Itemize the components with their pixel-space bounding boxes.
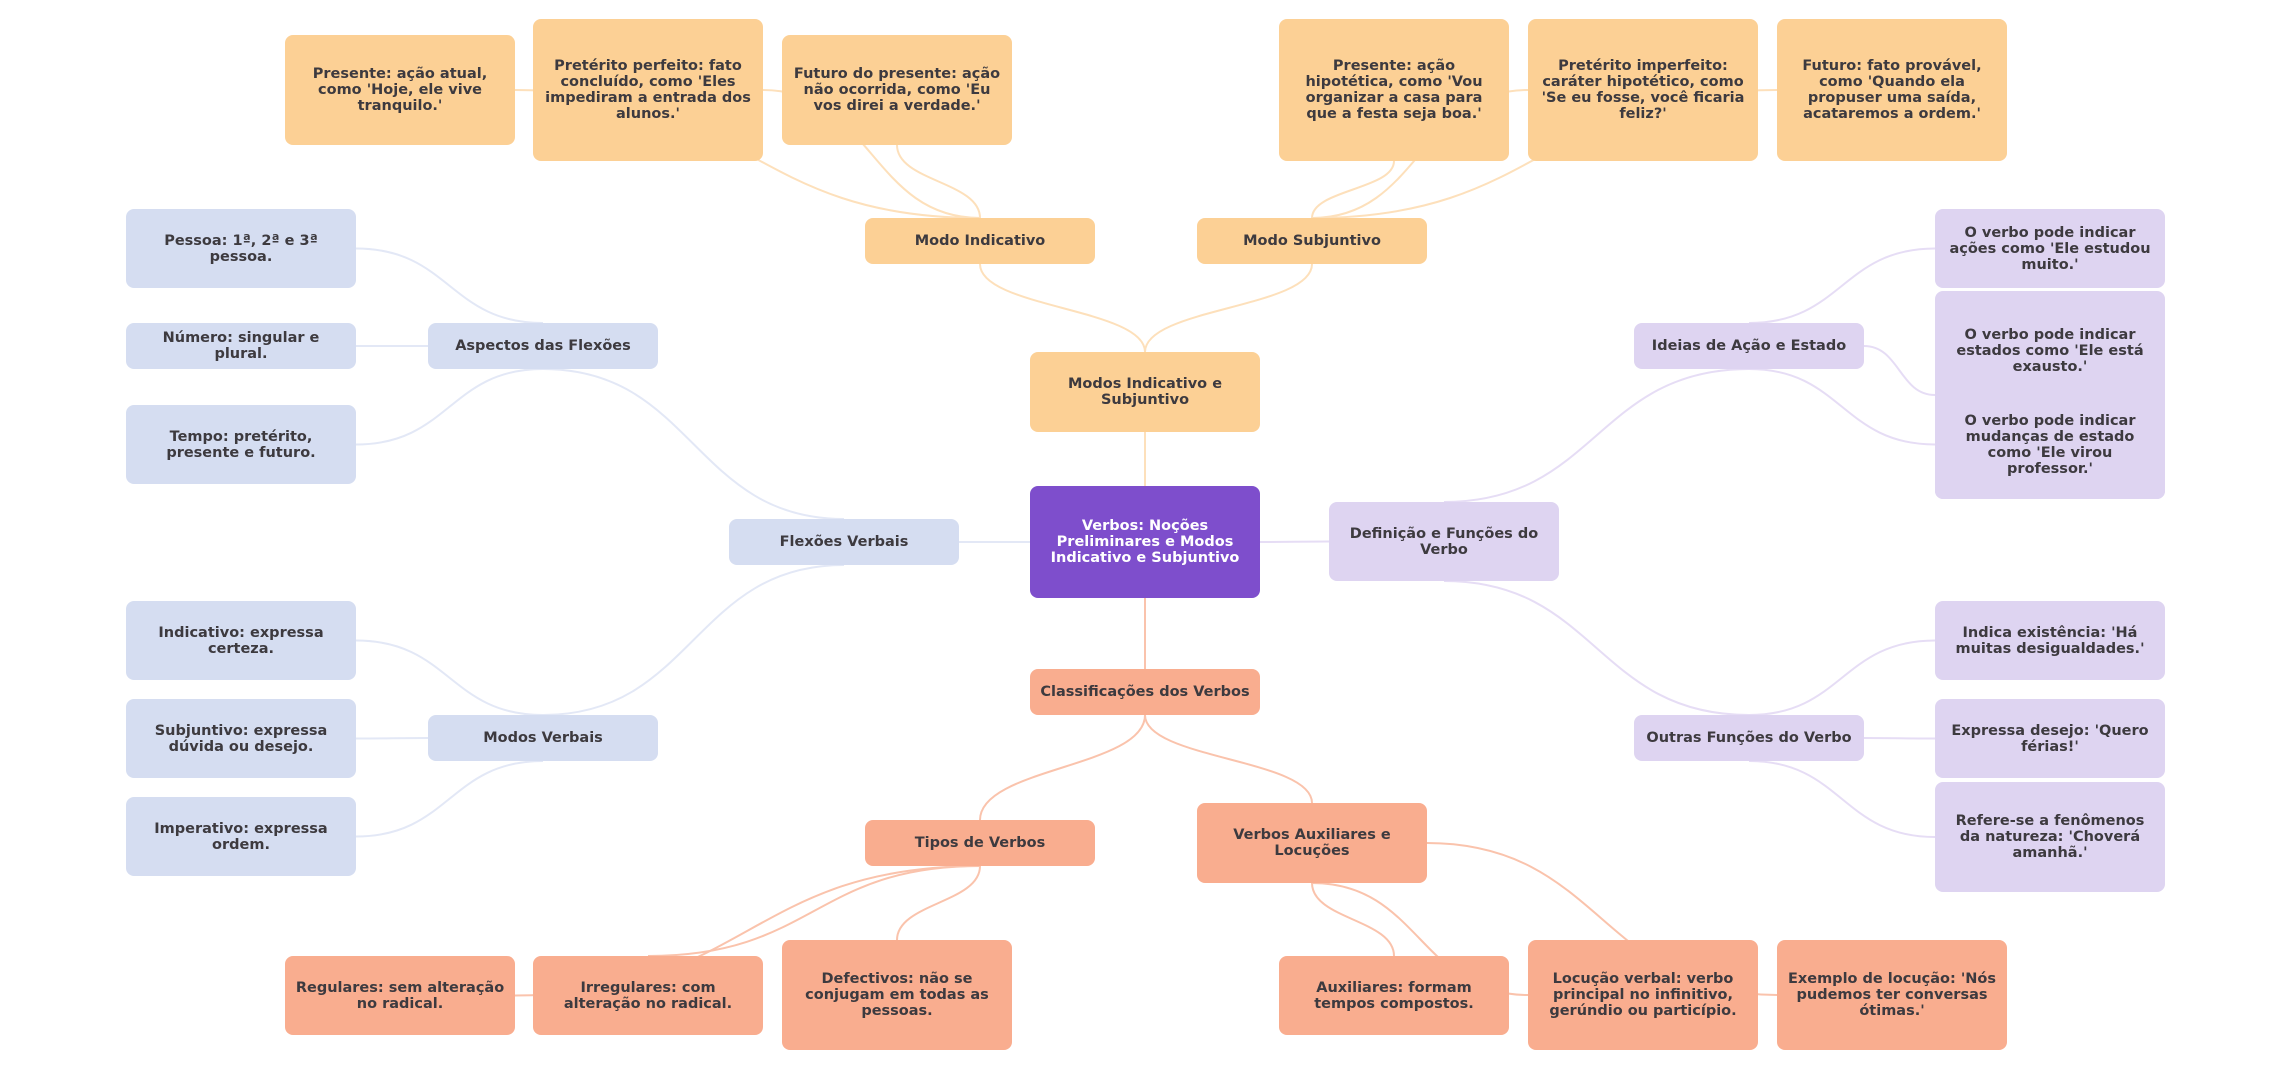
edge-ideias-to-mudancas <box>1748 368 1936 446</box>
node-label: O verbo pode indicar mudanças de estado … <box>1964 412 2136 477</box>
node-tempo[interactable]: Tempo: pretérito, presente e futuro. <box>126 405 356 484</box>
node-label: Aspectos das Flexões <box>455 338 631 354</box>
node-label: Exemplo de locução: 'Nós pudemos ter con… <box>1787 971 1997 1019</box>
node-fenomenos-natureza[interactable]: Refere-se a fenômenos da natureza: 'Chov… <box>1935 782 2165 892</box>
edge-modos_verbais-to-mv_subjuntivo <box>355 737 429 740</box>
node-label: O verbo pode indicar estados como 'Ele e… <box>1956 327 2144 375</box>
edge-flexoes-to-modos_verbais <box>542 564 845 716</box>
node-ideias-de-acao-e-estado[interactable]: Ideias de Ação e Estado <box>1634 323 1864 369</box>
node-subjuntivo-preterito-imperfeito[interactable]: Pretérito imperfeito: caráter hipotético… <box>1528 19 1758 161</box>
node-expressa-desejo[interactable]: Expressa desejo: 'Quero férias!' <box>1935 699 2165 778</box>
node-label: Tipos de Verbos <box>914 835 1046 851</box>
node-indicativo-futuro-do-presente[interactable]: Futuro do presente: ação não ocorrida, c… <box>782 35 1012 145</box>
edge-classificacoes-to-tipos <box>979 714 1146 821</box>
node-label: Expressa desejo: 'Quero férias!' <box>1951 722 2149 755</box>
node-indica-existencia[interactable]: Indica existência: 'Há muitas desigualda… <box>1935 601 2165 680</box>
node-indicativo-certeza[interactable]: Indicativo: expressa certeza. <box>126 601 356 680</box>
edge-classificacoes-to-auxiliares_locucoes <box>1144 714 1313 804</box>
node-indicativo-preterito-perfeito[interactable]: Pretérito perfeito: fato concluído, como… <box>533 19 763 161</box>
edge-aspectos-to-pessoa <box>355 247 544 324</box>
node-label: Flexões Verbais <box>779 534 909 550</box>
edge-tipos-to-irregulares <box>647 865 981 957</box>
node-numero[interactable]: Número: singular e plural. <box>126 323 356 369</box>
node-tipos-de-verbos[interactable]: Tipos de Verbos <box>865 820 1095 866</box>
node-label: Modo Indicativo <box>914 233 1046 249</box>
node-subjuntivo-futuro[interactable]: Futuro: fato provável, como 'Quando ela … <box>1777 19 2007 161</box>
node-verbos-auxiliares-e-locucoes[interactable]: Verbos Auxiliares e Locuções <box>1197 803 1427 883</box>
edge-modos_ind_subj-to-modo_indicativo <box>979 263 1146 353</box>
node-outras-funcoes[interactable]: Outras Funções do Verbo <box>1634 715 1864 761</box>
edge-auxiliares_locucoes-to-auxiliares <box>1311 882 1395 957</box>
node-label: Presente: ação hipotética, como 'Vou org… <box>1305 58 1483 122</box>
node-label: Modos Indicativo e Subjuntivo <box>1067 376 1223 408</box>
node-modo-indicativo[interactable]: Modo Indicativo <box>865 218 1095 264</box>
node-label: Futuro do presente: ação não ocorrida, c… <box>793 66 1001 114</box>
node-imperativo-ordem[interactable]: Imperativo: expressa ordem. <box>126 797 356 876</box>
node-label: Número: singular e plural. <box>162 330 320 362</box>
edge-modos_verbais-to-mv_indicativo <box>355 639 544 716</box>
node-indicativo-presente[interactable]: Presente: ação atual, como 'Hoje, ele vi… <box>285 35 515 145</box>
node-label: Indica existência: 'Há muitas desigualda… <box>1955 624 2145 657</box>
edge-aspectos-to-tempo <box>355 368 544 446</box>
node-label: Regulares: sem alteração no radical. <box>295 979 505 1012</box>
node-irregulares[interactable]: Irregulares: com alteração no radical. <box>533 956 763 1035</box>
node-root-topic[interactable]: Verbos: Noções Preliminares e Modos Indi… <box>1030 486 1260 598</box>
edge-ideias-to-estados <box>1863 345 1936 396</box>
node-modo-subjuntivo[interactable]: Modo Subjuntivo <box>1197 218 1427 264</box>
node-label: Refere-se a fenômenos da natureza: 'Chov… <box>1955 813 2145 861</box>
node-defectivos[interactable]: Defectivos: não se conjugam em todas as … <box>782 940 1012 1050</box>
edge-root-to-definicao <box>1259 540 1330 543</box>
node-modos-verbais[interactable]: Modos Verbais <box>428 715 658 761</box>
node-label: Imperativo: expressa ordem. <box>154 820 328 853</box>
edge-definicao-to-outras <box>1443 580 1750 716</box>
edge-outras-to-natureza <box>1748 760 1936 838</box>
node-modos-indicativo-e-subjuntivo[interactable]: Modos Indicativo e Subjuntivo <box>1030 352 1260 432</box>
node-auxiliares[interactable]: Auxiliares: formam tempos compostos. <box>1279 956 1509 1035</box>
node-label: Pretérito imperfeito: caráter hipotético… <box>1541 58 1745 122</box>
node-label: Defectivos: não se conjugam em todas as … <box>805 971 989 1019</box>
node-label: Subjuntivo: expressa dúvida ou desejo. <box>154 722 328 755</box>
node-label: Locução verbal: verbo principal no infin… <box>1549 971 1737 1019</box>
node-label: Presente: ação atual, como 'Hoje, ele vi… <box>312 66 488 114</box>
node-label: Verbos: Noções Preliminares e Modos Indi… <box>1050 518 1240 566</box>
node-label: Modo Subjuntivo <box>1243 233 1381 249</box>
node-label: Classificações dos Verbos <box>1040 684 1250 700</box>
edge-outras-to-existencia <box>1748 639 1936 716</box>
node-classificacoes-dos-verbos[interactable]: Classificações dos Verbos <box>1030 669 1260 715</box>
edge-flexoes-to-aspectos <box>542 368 845 520</box>
node-aspectos-das-flexoes[interactable]: Aspectos das Flexões <box>428 323 658 369</box>
node-label: Pessoa: 1ª, 2ª e 3ª pessoa. <box>164 232 318 265</box>
node-label: Auxiliares: formam tempos compostos. <box>1314 979 1474 1012</box>
node-definicao-e-funcoes[interactable]: Definição e Funções do Verbo <box>1329 502 1559 581</box>
edge-modo_subjuntivo-to-subj_presente <box>1311 160 1395 219</box>
node-label: Ideias de Ação e Estado <box>1651 338 1847 354</box>
node-label: Modos Verbais <box>483 730 603 746</box>
node-regulares[interactable]: Regulares: sem alteração no radical. <box>285 956 515 1035</box>
node-label: O verbo pode indicar ações como 'Ele est… <box>1949 224 2151 273</box>
node-label: Definição e Funções do Verbo <box>1349 525 1539 558</box>
node-label: Pretérito perfeito: fato concluído, como… <box>545 58 751 122</box>
edge-outras-to-desejo <box>1863 737 1936 740</box>
edge-definicao-to-ideias <box>1443 368 1750 503</box>
node-label: Outras Funções do Verbo <box>1646 730 1852 746</box>
node-verbo-acoes[interactable]: O verbo pode indicar ações como 'Ele est… <box>1935 209 2165 288</box>
node-label: Futuro: fato provável, como 'Quando ela … <box>1802 58 1982 122</box>
edge-modos_ind_subj-to-modo_subjuntivo <box>1144 263 1313 353</box>
edge-modos_verbais-to-mv_imperativo <box>355 760 544 838</box>
node-exemplo-de-locucao[interactable]: Exemplo de locução: 'Nós pudemos ter con… <box>1777 940 2007 1050</box>
node-subjuntivo-presente[interactable]: Presente: ação hipotética, como 'Vou org… <box>1279 19 1509 161</box>
edge-ideias-to-acoes <box>1748 247 1936 324</box>
node-label: Indicativo: expressa certeza. <box>158 624 324 657</box>
edge-tipos-to-defectivos <box>896 865 981 941</box>
edge-modo_indicativo-to-ind_futuro <box>896 144 981 219</box>
node-locucao-verbal[interactable]: Locução verbal: verbo principal no infin… <box>1528 940 1758 1050</box>
node-label: Verbos Auxiliares e Locuções <box>1233 827 1391 859</box>
node-pessoa[interactable]: Pessoa: 1ª, 2ª e 3ª pessoa. <box>126 209 356 288</box>
node-flexoes-verbais[interactable]: Flexões Verbais <box>729 519 959 565</box>
node-label: Irregulares: com alteração no radical. <box>563 979 733 1012</box>
node-subjuntivo-duvida[interactable]: Subjuntivo: expressa dúvida ou desejo. <box>126 699 356 778</box>
node-verbo-mudancas[interactable]: O verbo pode indicar mudanças de estado … <box>1935 390 2165 499</box>
node-label: Tempo: pretérito, presente e futuro. <box>166 428 316 461</box>
